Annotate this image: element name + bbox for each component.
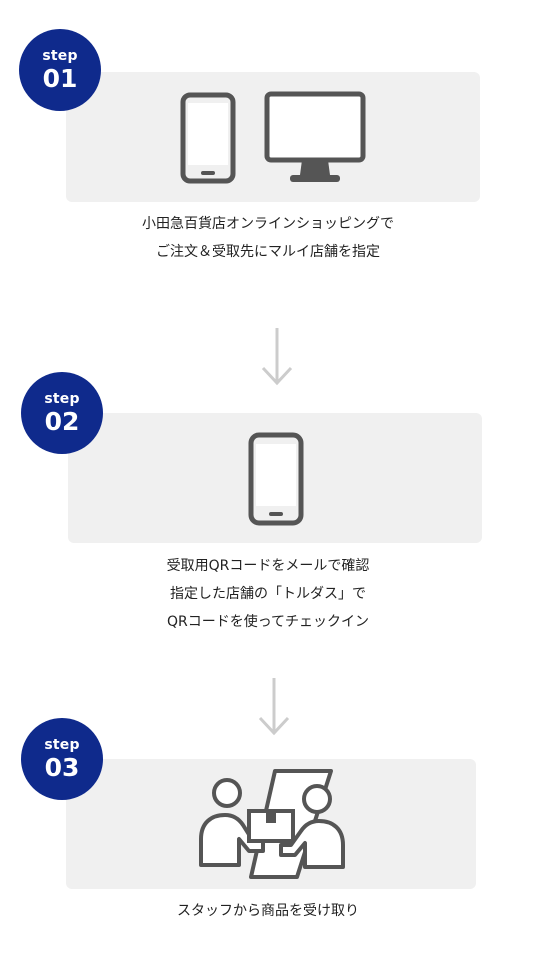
caption-line: 指定した店舗の「トルダス」で [170, 586, 366, 602]
step-2-caption: 受取用QRコードをメールで確認 指定した店舗の「トルダス」で QRコードを使って… [0, 552, 536, 636]
step-3-card [66, 759, 476, 889]
step-1-card [66, 72, 480, 202]
smartphone-icon [180, 92, 236, 184]
caption-line: スタッフから商品を受け取り [177, 903, 359, 919]
step-2-badge: step 02 [21, 372, 103, 454]
smartphone-icon [248, 432, 304, 526]
step-2-badge-word: step [44, 391, 80, 407]
package-handover-icon [199, 769, 345, 879]
step-1-caption: 小田急百貨店オンラインショッピングで ご注文＆受取先にマルイ店舗を指定 [0, 210, 536, 266]
step-3-badge: step 03 [21, 718, 103, 800]
down-arrow-icon [261, 328, 293, 386]
caption-line: ご注文＆受取先にマルイ店舗を指定 [156, 244, 380, 260]
step-3-badge-word: step [44, 737, 80, 753]
desktop-monitor-icon [264, 91, 366, 182]
caption-line: 受取用QRコードをメールで確認 [166, 558, 370, 574]
step-3-caption: スタッフから商品を受け取り [0, 897, 536, 925]
caption-line: QRコードを使ってチェックイン [166, 614, 370, 630]
step-3-badge-number: 03 [44, 753, 80, 782]
step-1-badge-number: 01 [42, 64, 78, 93]
step-2-card [68, 413, 482, 543]
step-1-badge: step 01 [19, 29, 101, 111]
caption-line: 小田急百貨店オンラインショッピングで [142, 216, 394, 232]
step-1-badge-word: step [42, 48, 78, 64]
down-arrow-icon [258, 678, 290, 736]
step-2-badge-number: 02 [44, 407, 80, 436]
